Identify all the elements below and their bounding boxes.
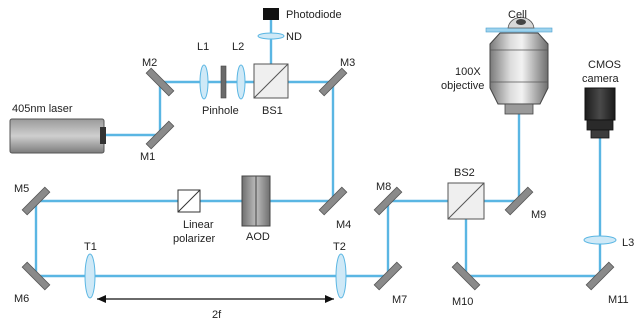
label-l2: L2 xyxy=(232,41,244,53)
label-m4: M4 xyxy=(336,219,351,231)
mirror-m4 xyxy=(318,186,348,216)
label-m1: M1 xyxy=(140,151,155,163)
label-m5: M5 xyxy=(14,183,29,195)
label-t1: T1 xyxy=(84,241,97,253)
mirror-m8 xyxy=(373,186,403,216)
lens-l3 xyxy=(583,235,617,245)
mirror-m6 xyxy=(21,261,51,291)
label-camera-1: CMOS xyxy=(588,59,621,71)
laser-source xyxy=(9,118,106,154)
label-aod: AOD xyxy=(246,231,270,243)
mirror-m5 xyxy=(21,186,51,216)
label-2f: 2f xyxy=(212,309,222,321)
pinhole-plate xyxy=(220,65,227,99)
laser-aperture xyxy=(100,127,106,144)
mirror-m3 xyxy=(318,67,348,97)
lens-l1 xyxy=(199,64,209,100)
label-t2: T2 xyxy=(333,241,346,253)
lenses xyxy=(84,64,617,299)
nd-filter xyxy=(257,32,285,40)
label-l3: L3 xyxy=(622,237,634,249)
lens-l2 xyxy=(236,64,246,100)
label-bs1: BS1 xyxy=(262,105,283,117)
mirror-m1 xyxy=(145,120,175,150)
label-m11: M11 xyxy=(608,294,629,306)
label-nd: ND xyxy=(286,31,302,43)
label-polarizer-2: polarizer xyxy=(173,233,216,245)
label-l1: L1 xyxy=(197,41,209,53)
label-objective-2: objective xyxy=(441,80,484,92)
label-m8: M8 xyxy=(376,181,391,193)
mirror-m7 xyxy=(373,261,403,291)
mirror-m11 xyxy=(585,261,615,291)
label-m7: M7 xyxy=(392,294,407,306)
label-cell: Cell xyxy=(508,9,527,21)
mirrors xyxy=(21,67,615,291)
beam-splitter-bs2 xyxy=(447,182,485,220)
aod-device xyxy=(241,175,271,227)
mirror-m10 xyxy=(451,261,481,291)
label-objective-1: 100X xyxy=(455,66,481,78)
label-m10: M10 xyxy=(452,296,473,308)
label-polarizer-1: Linear xyxy=(183,219,214,231)
label-pinhole: Pinhole xyxy=(202,105,239,117)
label-m6: M6 xyxy=(14,293,29,305)
beam-splitter-bs1 xyxy=(253,63,289,99)
lens-t2 xyxy=(335,253,347,299)
distance-2f-arrow xyxy=(97,295,334,303)
linear-polarizer xyxy=(177,189,201,213)
objective-lens xyxy=(489,32,549,115)
photodiode-body xyxy=(263,8,279,20)
label-m3: M3 xyxy=(340,57,355,69)
laser-label: 405nm laser xyxy=(12,103,73,115)
cmos-camera xyxy=(584,87,616,139)
laser-body xyxy=(9,118,105,154)
label-camera-2: camera xyxy=(582,73,620,85)
label-photodiode: Photodiode xyxy=(286,9,342,21)
cell-sample xyxy=(485,17,553,33)
label-m9: M9 xyxy=(531,209,546,221)
mirror-m9 xyxy=(504,186,534,216)
label-m2: M2 xyxy=(142,57,157,69)
mirror-m2 xyxy=(145,67,175,97)
lens-t1 xyxy=(84,253,96,299)
label-bs2: BS2 xyxy=(454,167,475,179)
